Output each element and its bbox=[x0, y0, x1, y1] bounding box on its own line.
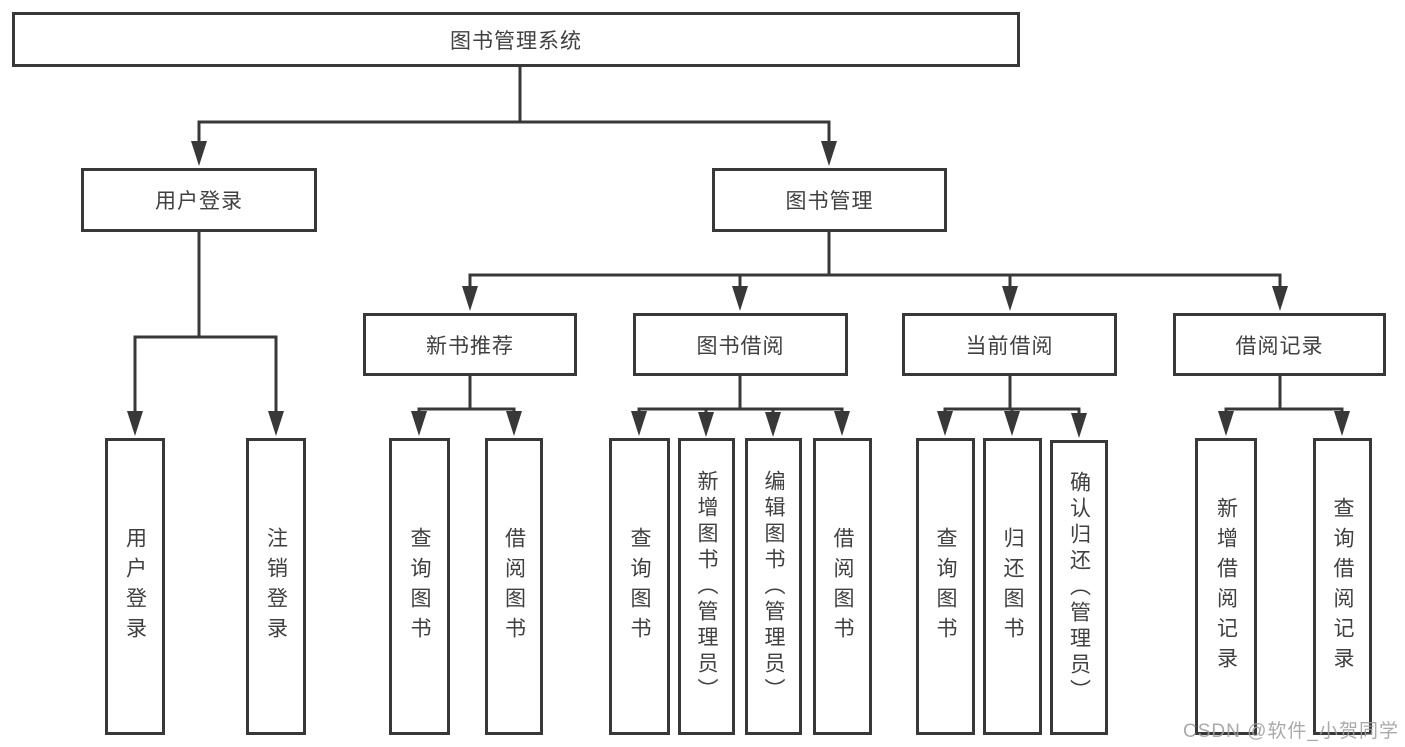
node-label: 注销登录 bbox=[264, 526, 288, 647]
arrow-icon bbox=[1002, 286, 1018, 311]
leaf-add-books-admin: 新增图书（管理员） bbox=[678, 438, 735, 735]
leaf-confirm-return-admin: 确认归还（管理员） bbox=[1050, 440, 1108, 735]
arrow-icon bbox=[937, 411, 953, 436]
arrow-icon bbox=[1334, 411, 1350, 436]
leaf-logout: 注销登录 bbox=[246, 438, 306, 735]
edge-bookborrow-branch bbox=[637, 376, 844, 420]
arrow-icon bbox=[1004, 411, 1020, 436]
leaf-add-borrow-record: 新增借阅记录 bbox=[1195, 438, 1257, 735]
node-book-management: 图书管理 bbox=[712, 168, 947, 232]
arrow-icon bbox=[821, 141, 837, 166]
csdn-watermark: CSDN @软件_小贺同学 bbox=[1183, 721, 1399, 742]
arrow-icon bbox=[834, 411, 850, 436]
arrow-icon bbox=[127, 411, 143, 436]
arrow-icon bbox=[1272, 286, 1288, 311]
arrow-icon bbox=[765, 412, 781, 437]
node-label: 新增借阅记录 bbox=[1214, 496, 1238, 677]
arrow-icon bbox=[1218, 411, 1234, 436]
arrow-icon bbox=[411, 411, 427, 436]
edge-level2-rail bbox=[197, 120, 831, 150]
leaf-edit-books-admin: 编辑图书（管理员） bbox=[745, 438, 802, 735]
arrow-icon bbox=[268, 411, 284, 436]
node-current-borrow: 当前借阅 bbox=[902, 313, 1117, 376]
leaf-query-books-current: 查询图书 bbox=[916, 438, 975, 735]
node-label: 借阅图书 bbox=[502, 526, 526, 647]
leaf-query-borrow-record: 查询借阅记录 bbox=[1313, 438, 1372, 735]
arrow-icon bbox=[191, 141, 207, 166]
edge-records-branch bbox=[1224, 376, 1344, 420]
arrow-icon bbox=[698, 412, 714, 437]
edge-newbook-branch bbox=[417, 376, 516, 420]
node-label: 新增图书（管理员） bbox=[695, 469, 718, 704]
edge-level3-rail bbox=[468, 273, 1282, 295]
node-new-book-recommend: 新书推荐 bbox=[363, 313, 577, 376]
node-borrow-records: 借阅记录 bbox=[1173, 313, 1386, 376]
edge-userlogin-branch bbox=[133, 232, 278, 420]
node-label: 新书推荐 bbox=[426, 334, 514, 358]
node-label: 查询图书 bbox=[408, 526, 431, 647]
node-label: 查询图书 bbox=[628, 526, 651, 647]
node-label: 借阅记录 bbox=[1235, 334, 1324, 358]
node-label: 图书管理 bbox=[785, 190, 874, 213]
arrowheads bbox=[127, 141, 1350, 438]
node-label: 借阅图书 bbox=[831, 526, 854, 647]
node-label: 用户登录 bbox=[123, 526, 147, 647]
node-label: 归还图书 bbox=[1001, 526, 1024, 647]
node-label: 查询借阅记录 bbox=[1331, 496, 1354, 677]
node-library-system: 图书管理系统 bbox=[12, 12, 1020, 67]
node-label: 图书管理系统 bbox=[450, 29, 582, 53]
arrow-icon bbox=[732, 286, 748, 311]
arrow-icon bbox=[506, 411, 522, 436]
arrow-icon bbox=[462, 286, 478, 311]
node-label: 查询图书 bbox=[934, 526, 957, 647]
arrow-icon bbox=[1071, 413, 1087, 438]
node-label: 确认归还（管理员） bbox=[1067, 470, 1091, 705]
node-book-borrow: 图书借阅 bbox=[633, 313, 848, 376]
leaf-borrow-books-recommend: 借阅图书 bbox=[485, 438, 543, 735]
node-label: 图书借阅 bbox=[696, 334, 785, 358]
leaf-query-books-borrow: 查询图书 bbox=[609, 438, 670, 735]
leaf-user-login: 用户登录 bbox=[105, 438, 165, 735]
leaf-query-books-recommend: 查询图书 bbox=[389, 438, 450, 735]
node-user-login: 用户登录 bbox=[81, 168, 317, 232]
leaf-return-books: 归还图书 bbox=[983, 438, 1042, 735]
node-label: 用户登录 bbox=[155, 190, 243, 213]
arrow-icon bbox=[631, 411, 647, 436]
node-label: 编辑图书（管理员） bbox=[762, 469, 785, 704]
node-label: 当前借阅 bbox=[965, 334, 1054, 358]
leaf-borrow-books: 借阅图书 bbox=[813, 438, 872, 735]
